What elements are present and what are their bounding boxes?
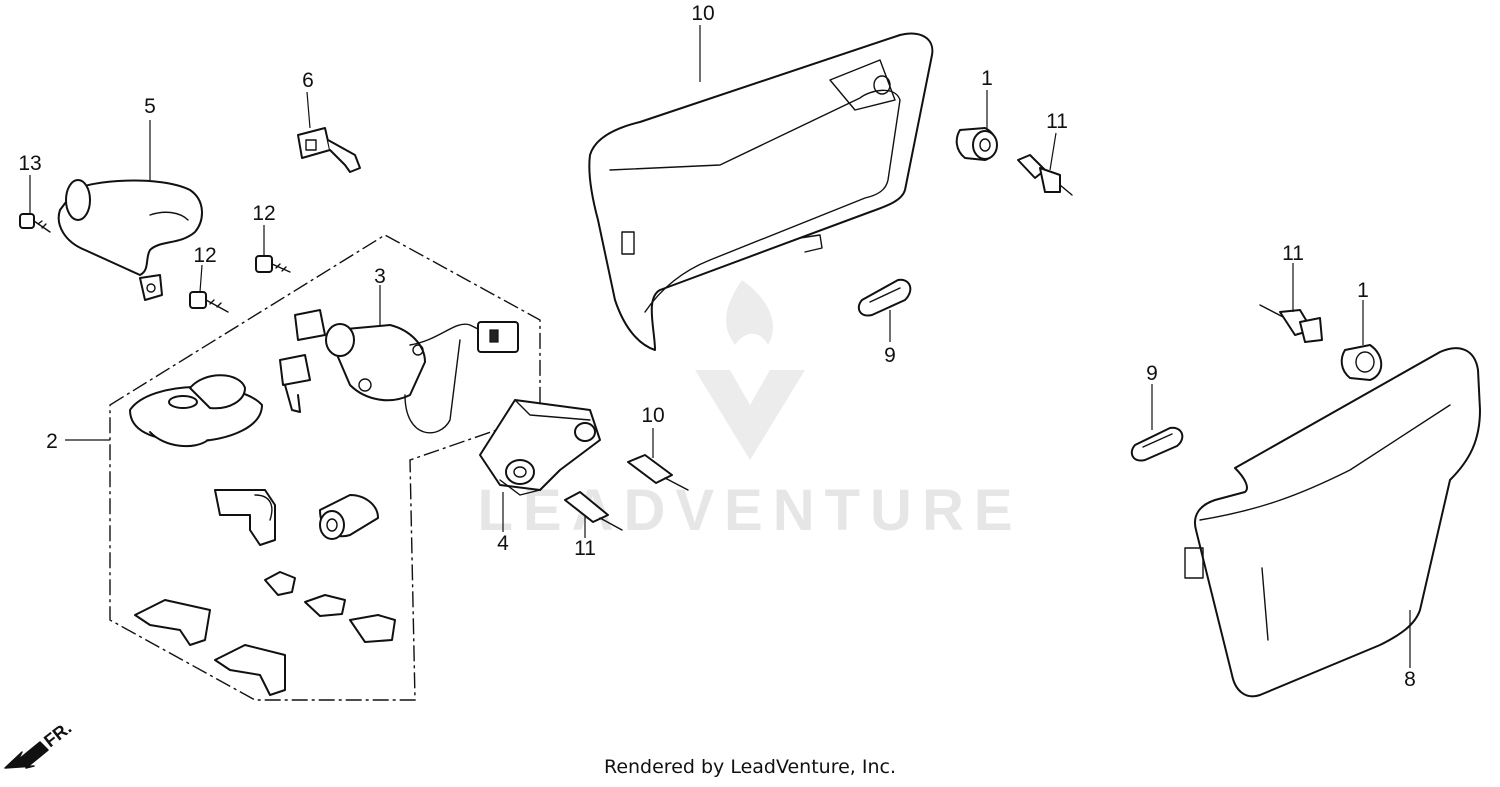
callout-13: 13	[18, 152, 41, 175]
leader-lines	[29, 25, 1411, 668]
front-label: FR.	[40, 718, 75, 752]
part-9-pad-upper[interactable]	[857, 278, 912, 317]
part-6-key[interactable]	[297, 127, 361, 173]
part-12-screw-lower[interactable]	[189, 291, 229, 313]
part-8-side-cover-right[interactable]	[1184, 347, 1481, 698]
callout-1-upper: 1	[981, 67, 993, 90]
part-13-screw[interactable]	[19, 213, 51, 233]
part-9-pad-lower[interactable]	[1130, 426, 1184, 462]
part-2-lock-set-box	[109, 234, 541, 701]
part-11-bolt-lower[interactable]	[1259, 304, 1323, 343]
callout-10-upper: 10	[641, 404, 664, 427]
callout-12-upper: 12	[252, 202, 275, 225]
callout-1-lower: 1	[1357, 279, 1369, 302]
part-2-latch[interactable]	[214, 489, 276, 546]
part-1-grommet-upper[interactable]	[955, 127, 998, 161]
callout-8: 8	[1404, 668, 1416, 691]
part-2-cylinder[interactable]	[319, 494, 379, 540]
callout-7: 10	[691, 2, 714, 25]
part-10-spacer-lower[interactable]	[564, 491, 623, 531]
part-2-small-bits[interactable]	[134, 571, 396, 696]
callout-11-lower: 11	[1282, 242, 1304, 265]
callout-11-upper: 11	[1046, 110, 1068, 133]
callout-10-lower: 11	[574, 537, 596, 560]
watermark: LEADVENTURE	[477, 280, 1022, 543]
callout-numbers: 10 5 6 13 12 12 3 2 4 10 11 1 11 9 11 1 …	[18, 2, 1416, 691]
callout-3: 3	[374, 265, 386, 288]
watermark-text: LEADVENTURE	[477, 478, 1022, 543]
part-2-cap[interactable]	[129, 374, 263, 448]
part-11-bolt-upper[interactable]	[1017, 154, 1073, 196]
part-7-side-cover-left[interactable]	[588, 32, 934, 351]
callout-6: 6	[302, 69, 314, 92]
part-12-screw-upper[interactable]	[255, 255, 291, 273]
footer-credit: Rendered by LeadVenture, Inc.	[603, 756, 897, 778]
part-10-spacer-upper[interactable]	[627, 454, 689, 491]
part-3-lock-switch[interactable]	[279, 309, 519, 434]
callout-4: 4	[497, 532, 509, 555]
callout-5: 5	[144, 95, 156, 118]
callout-9-upper: 9	[884, 344, 896, 367]
callout-9-lower: 9	[1146, 362, 1158, 385]
callout-2: 2	[46, 430, 58, 453]
part-4-switch[interactable]	[479, 399, 601, 496]
part-1-grommet-lower[interactable]	[1340, 344, 1383, 381]
callout-12-lower: 12	[193, 244, 216, 267]
part-5-key-cover[interactable]	[57, 179, 203, 301]
